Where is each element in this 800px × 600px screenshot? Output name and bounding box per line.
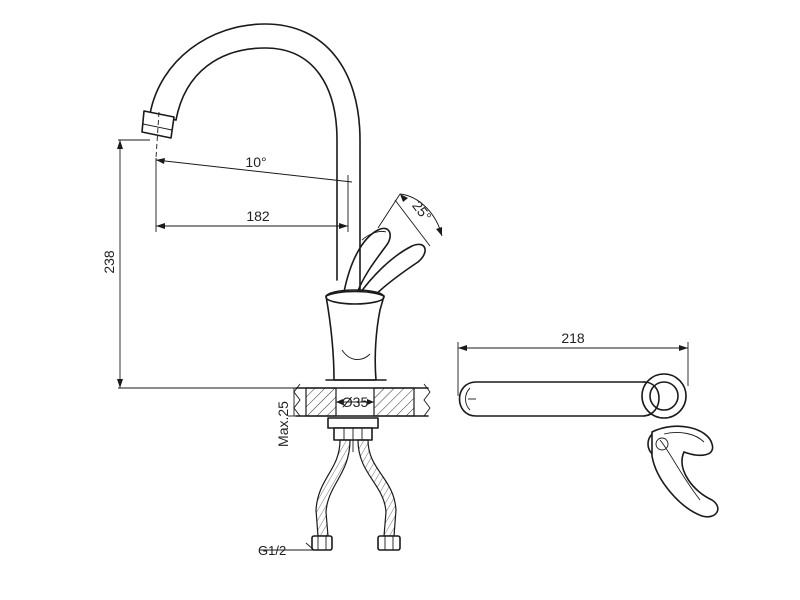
dimension-spout-reach: 182 bbox=[155, 158, 349, 232]
dimension-total-height: 238 bbox=[101, 139, 296, 389]
top-view: 218 bbox=[457, 330, 719, 518]
dimension-label-spout-reach: 182 bbox=[246, 208, 270, 224]
dimension-label-hole-diameter: Ø35 bbox=[342, 394, 369, 410]
dimension-label-max-thickness: Max.25 bbox=[275, 401, 291, 447]
dimension-lever-angle: 25° bbox=[377, 193, 443, 247]
dimension-top-view-length: 218 bbox=[457, 330, 689, 396]
dimension-label-top-view-length: 218 bbox=[561, 330, 585, 346]
dimension-spout-angle: 10° bbox=[155, 154, 353, 183]
flexible-hoses bbox=[311, 439, 401, 551]
top-view-base bbox=[641, 373, 687, 419]
gooseneck-spout bbox=[141, 23, 361, 299]
dimension-hole-diameter: Ø35 bbox=[336, 394, 374, 410]
top-view-lever bbox=[647, 425, 719, 518]
front-view: 238 182 10° 25° bbox=[101, 23, 443, 558]
dimension-max-thickness: Max.25 bbox=[275, 387, 300, 447]
dimension-label-total-height: 238 bbox=[101, 250, 117, 274]
faucet-body bbox=[325, 289, 387, 381]
top-view-spout bbox=[458, 381, 660, 417]
dimension-label-lever-angle: 25° bbox=[409, 198, 435, 225]
lever-handle bbox=[343, 227, 426, 299]
mounting-nut bbox=[327, 417, 379, 452]
dimension-label-spout-angle: 10° bbox=[245, 154, 266, 170]
dimension-label-thread: G1/2 bbox=[258, 543, 286, 558]
dimension-thread: G1/2 bbox=[258, 542, 315, 558]
